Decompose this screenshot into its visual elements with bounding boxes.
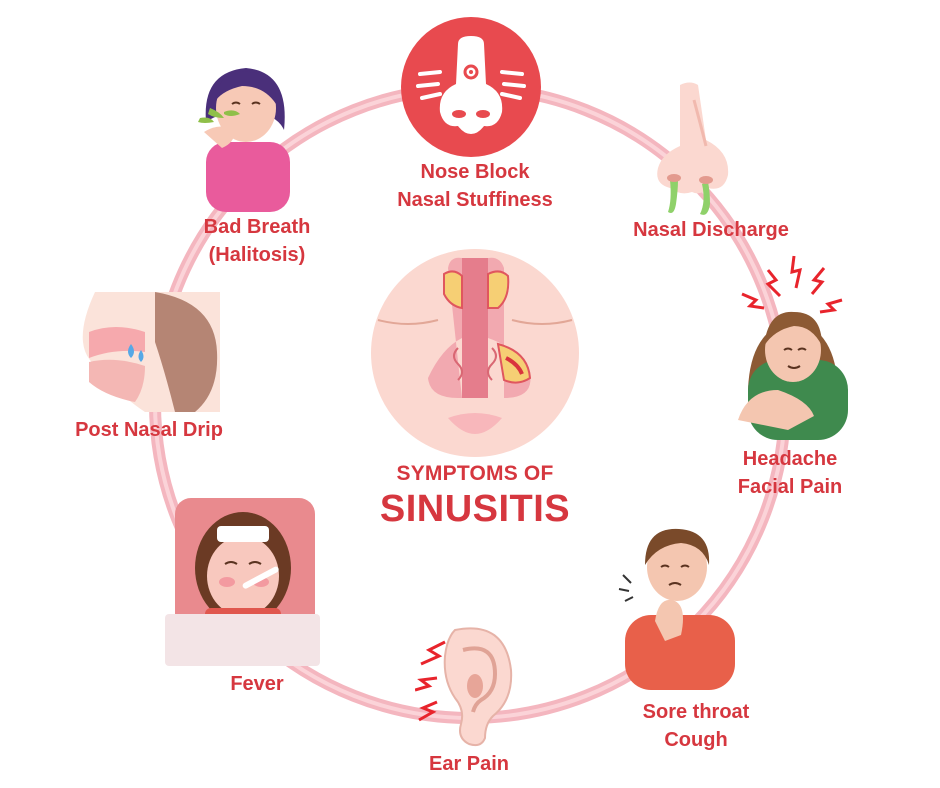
throat-drip-icon — [82, 292, 220, 412]
label-line: Nose Block — [420, 161, 530, 183]
label-line: Facial Pain — [737, 476, 843, 498]
label-line: Fever — [230, 673, 284, 695]
blocked-nose-icon — [401, 17, 541, 157]
label-line: (Halitosis) — [208, 244, 306, 266]
label-nasal-discharge: Nasal Discharge — [633, 216, 789, 244]
label-headache: Headache Facial Pain — [738, 445, 843, 501]
label-ear-pain: Ear Pain — [429, 750, 509, 778]
label-line: Nasal Stuffiness — [397, 189, 553, 211]
label-post-nasal-drip: Post Nasal Drip — [75, 416, 223, 444]
label-line: Ear Pain — [428, 753, 510, 775]
label-sore-throat: Sore throat Cough — [643, 698, 750, 754]
label-line: Post Nasal Drip — [75, 419, 223, 441]
man-sore-throat-icon — [618, 528, 735, 690]
label-line: Nasal Discharge — [633, 219, 789, 241]
label-line: Bad Breath — [203, 216, 311, 238]
label-line: Cough — [664, 729, 728, 751]
label-fever: Fever — [230, 670, 283, 698]
label-nose-block: Nose Block Nasal Stuffiness — [397, 158, 553, 214]
label-bad-breath: Bad Breath (Halitosis) — [204, 213, 311, 269]
girl-fever-icon — [165, 498, 320, 666]
diagram-title: SINUSITIS — [379, 488, 571, 530]
runny-nose-icon — [657, 82, 729, 215]
label-line: Sore throat — [642, 701, 750, 723]
woman-headache-icon — [738, 255, 848, 440]
sinus-face-icon — [371, 249, 579, 457]
diagram-subtitle: SYMPTOMS OF — [396, 462, 554, 485]
label-line: Headache — [742, 448, 838, 470]
ear-pain-icon — [415, 627, 513, 747]
woman-bad-breath-icon — [198, 68, 290, 212]
